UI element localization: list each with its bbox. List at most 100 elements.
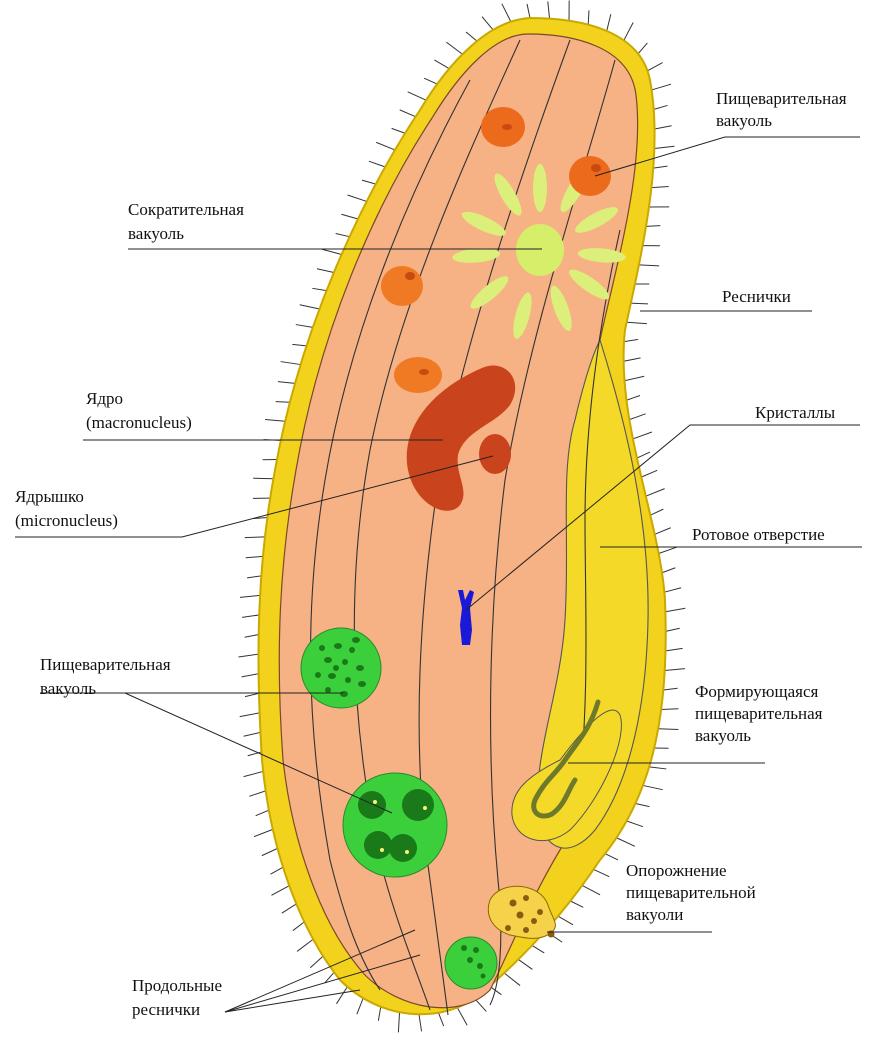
cilium (348, 195, 367, 201)
label-cilia: Реснички (722, 287, 791, 306)
cilium (341, 214, 358, 219)
label-nucleus: Ядро (macronucleus) (86, 389, 192, 432)
cilium (246, 556, 263, 557)
cilium (419, 1014, 422, 1031)
food-vacuole-orange-4 (394, 357, 442, 393)
food-particle (319, 645, 325, 651)
cilium (666, 648, 683, 651)
micronucleus (479, 434, 511, 474)
label-digestive-vacuole-left: Пищеварительная вакуоль (40, 655, 175, 698)
cilium (639, 265, 659, 266)
contractile-vacuole-ray (533, 164, 547, 212)
cilium (245, 537, 265, 538)
cilium (664, 588, 681, 592)
cilium (652, 84, 671, 90)
food-vacuole-orange-2-inner (591, 164, 601, 172)
cilium (247, 576, 261, 578)
cilium (292, 344, 306, 346)
cilium (626, 395, 639, 400)
food-particle (340, 691, 348, 697)
cilium (336, 234, 350, 237)
label-emptying-vacuole: Опорожнение пищеварительной вакуоли (626, 861, 760, 924)
cilium (271, 867, 283, 874)
contractile-vacuole-center (516, 224, 564, 276)
cilium (624, 376, 644, 381)
cilium (502, 4, 511, 22)
cilium (398, 1012, 399, 1032)
cilium (594, 869, 610, 876)
cilium (282, 904, 297, 913)
food-particle (358, 681, 366, 687)
food-particle (342, 659, 348, 665)
label-forming-vacuole: Формирующаяся пищеварительная вакуоль (695, 682, 827, 745)
cilium (663, 688, 677, 690)
cilium (665, 608, 685, 612)
cilium (482, 17, 493, 30)
food-particle (333, 665, 339, 671)
cilium (466, 32, 477, 41)
label-digestive-vacuole-top: Пищеварительная вакуоль (716, 89, 851, 130)
cilium (244, 771, 264, 776)
cilium (297, 939, 313, 951)
food-vacuole-green-small (445, 937, 497, 989)
cilium (293, 922, 304, 931)
cilium (655, 528, 671, 535)
cilium (376, 142, 395, 150)
food-vacuole-orange-2 (569, 156, 611, 196)
food-particle (356, 665, 364, 671)
cilium (518, 959, 532, 969)
food-particle (334, 643, 342, 649)
cilium (617, 838, 635, 847)
cilium (582, 885, 600, 894)
cilium (570, 901, 583, 907)
cilium (624, 358, 641, 361)
food-particle (325, 687, 331, 693)
food-vacuole-green-large (301, 628, 381, 708)
cilium (242, 615, 259, 617)
cilium (253, 478, 273, 479)
cilium (281, 362, 301, 365)
cilium (256, 810, 269, 815)
cilium (665, 669, 685, 671)
cilium (649, 767, 666, 769)
cilium (658, 729, 678, 730)
cilium (254, 829, 273, 836)
food-vacuole-orange-4-inner (419, 369, 429, 375)
cilium (300, 305, 320, 309)
food-particle (315, 672, 321, 678)
cilium (653, 166, 667, 168)
cilium (558, 916, 573, 925)
cilium (662, 568, 675, 573)
cilium (249, 791, 265, 796)
cilium (651, 186, 668, 187)
cilium (369, 161, 385, 167)
cilium (336, 987, 347, 1004)
cilium (244, 732, 261, 736)
label-nucleolus: Ядрышко (micronucleus) (15, 487, 118, 530)
leader-longitudinal-cilia-c (225, 990, 360, 1012)
cilium (240, 595, 260, 597)
cilium (643, 785, 663, 789)
cilium (317, 269, 334, 273)
cilium (647, 63, 662, 71)
cilium (607, 14, 611, 31)
cilium (245, 693, 259, 696)
food-particle (324, 657, 332, 663)
cilium (238, 654, 258, 657)
cilium (296, 325, 313, 328)
cilium (588, 10, 589, 24)
cilium (666, 628, 680, 631)
label-mouth: Ротовое отверстие (692, 525, 825, 544)
cilium (527, 4, 530, 18)
cilium (624, 339, 638, 341)
cilium (262, 848, 278, 855)
cilium (322, 249, 342, 254)
cilium (446, 42, 462, 54)
food-particle (349, 647, 355, 653)
cilium (627, 322, 647, 323)
cilium (641, 470, 657, 477)
food-vacuole-orange-3 (381, 266, 423, 306)
cilium (605, 854, 618, 860)
cilium (424, 78, 437, 84)
cilium (650, 509, 663, 515)
